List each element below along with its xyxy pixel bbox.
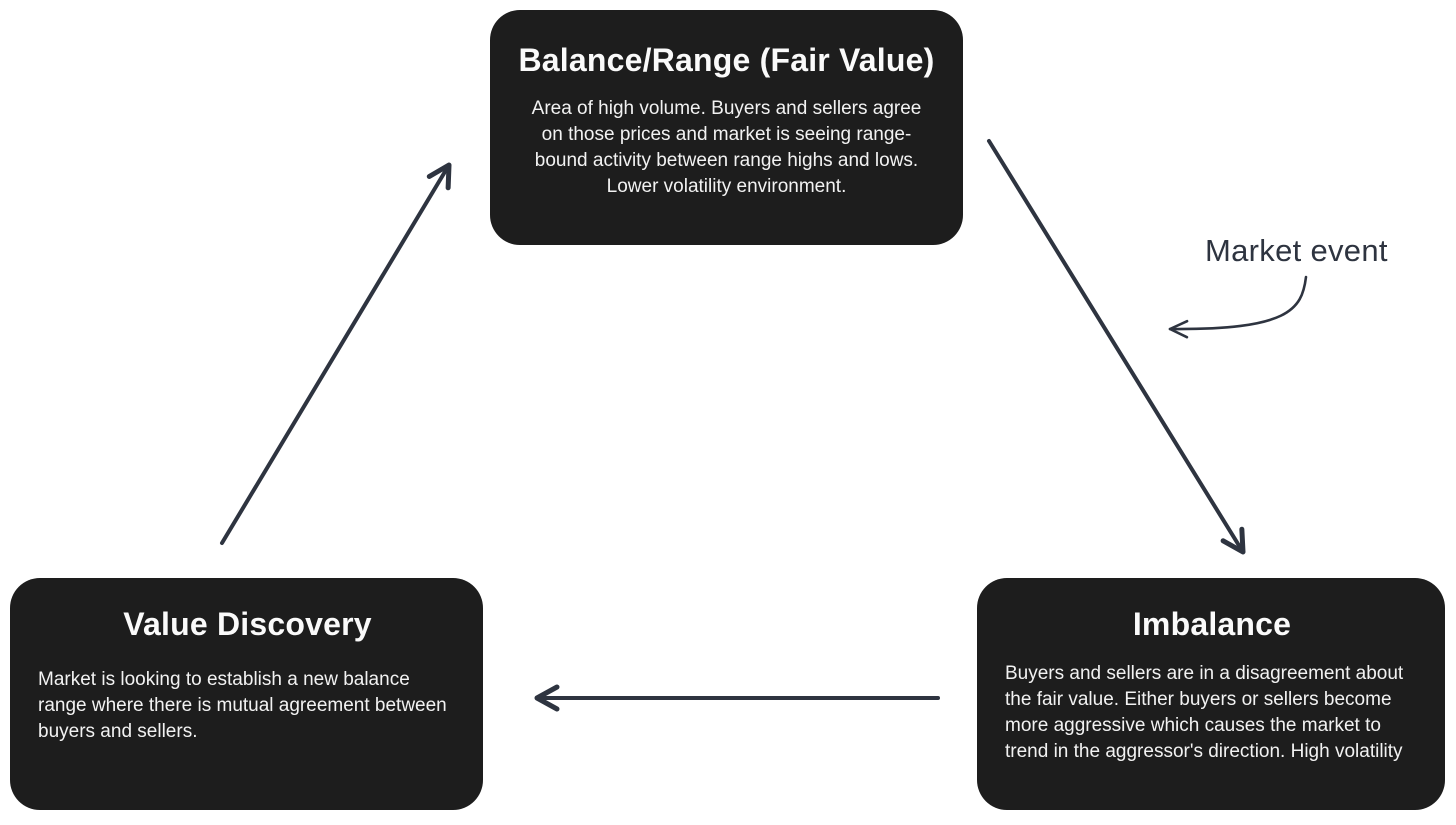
node-balance-range: Balance/Range (Fair Value) Area of high …	[490, 10, 963, 245]
node-value-discovery-body: Market is looking to establish a new bal…	[38, 669, 447, 742]
arrow-balance-to-imbalance	[987, 139, 1246, 555]
node-value-discovery-title: Value Discovery	[123, 606, 372, 642]
market-event-label: Market event	[1205, 233, 1388, 268]
node-balance-range-body: Area of high volume. Buyers and sellers …	[531, 98, 922, 197]
node-balance-range-title: Balance/Range (Fair Value)	[518, 42, 935, 78]
arrow-value-discovery-to-balance	[220, 162, 452, 545]
market-event-pointer-arrow	[1168, 275, 1308, 339]
node-value-discovery: Value Discovery Market is looking to est…	[10, 578, 483, 810]
node-imbalance: Imbalance Buyers and sellers are in a di…	[977, 578, 1445, 810]
node-imbalance-title: Imbalance	[1132, 606, 1292, 642]
node-imbalance-body: Buyers and sellers are in a disagreement…	[1005, 663, 1404, 762]
